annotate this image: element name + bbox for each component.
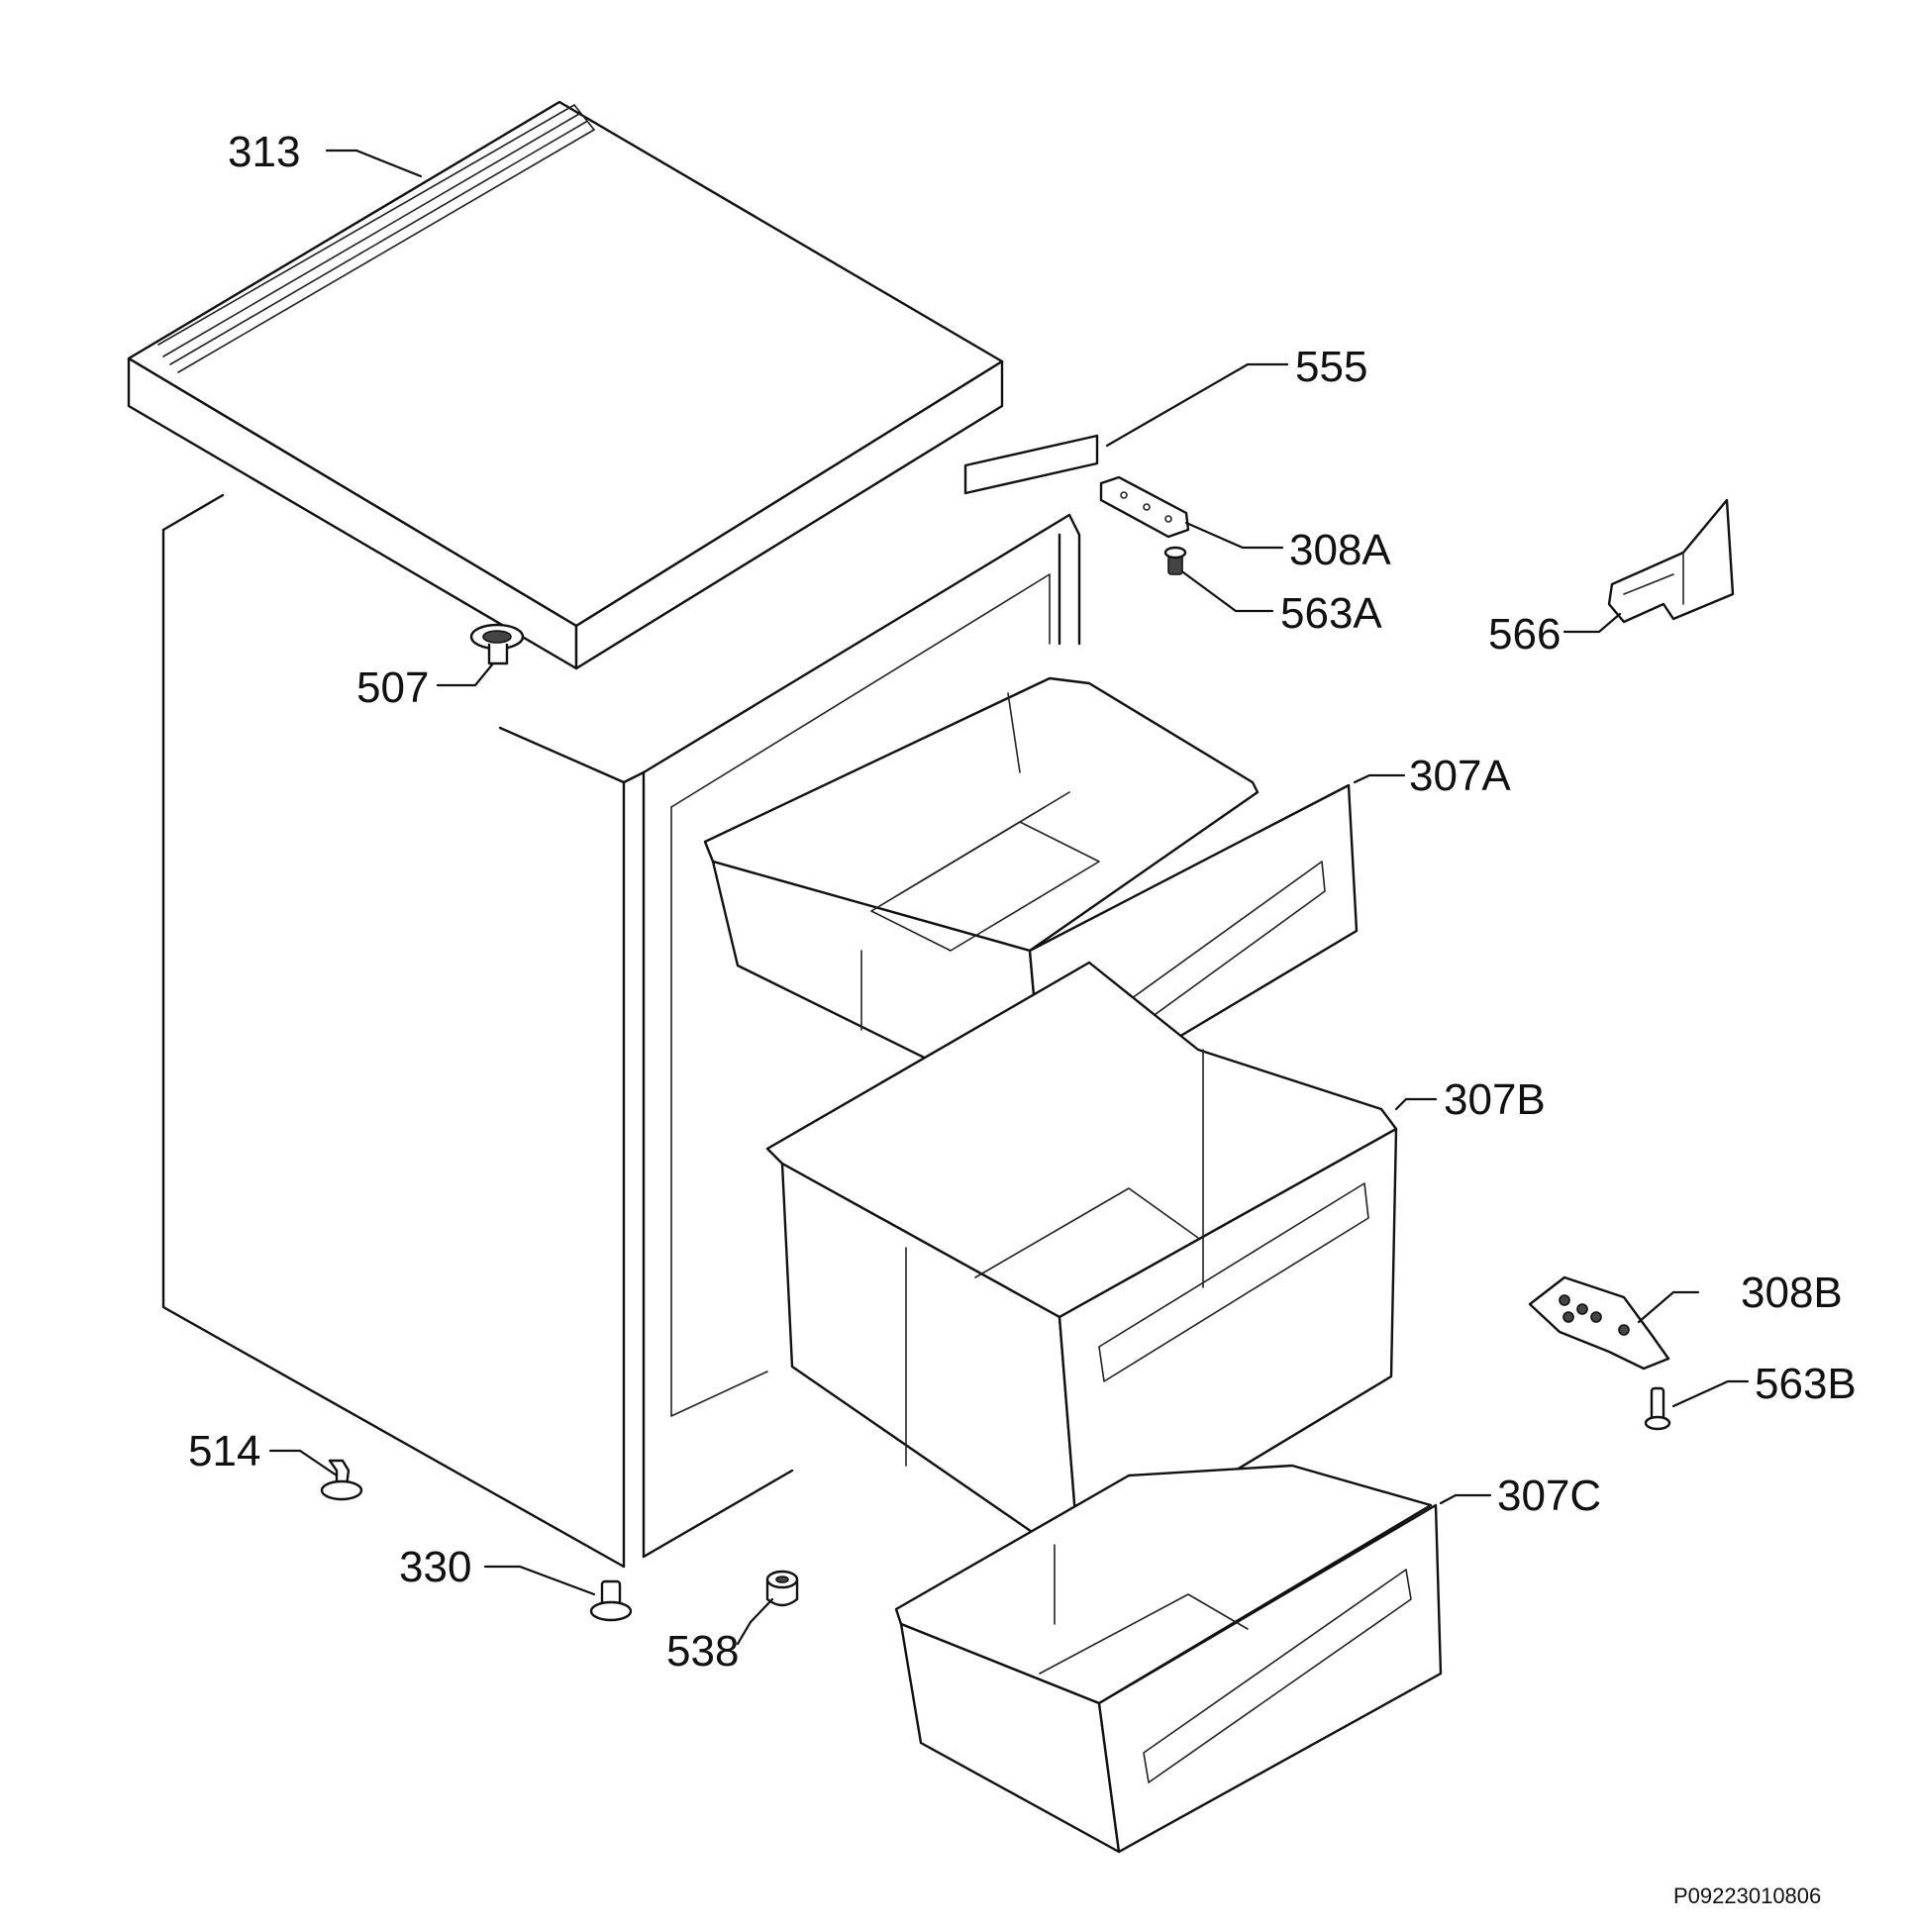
callout-566: 566 xyxy=(1488,610,1561,659)
callout-307B: 307B xyxy=(1444,1075,1546,1124)
part-307B-drawer xyxy=(765,961,1398,1567)
part-308A-hinge xyxy=(1099,475,1190,539)
part-538-spacer xyxy=(765,1570,799,1607)
part-308B-hinge xyxy=(1528,1275,1670,1371)
callout-563B: 563B xyxy=(1755,1360,1857,1408)
callout-538: 538 xyxy=(666,1627,739,1676)
part-566-key xyxy=(1607,498,1735,624)
callout-308A: 308A xyxy=(1289,526,1391,574)
callout-307C: 307C xyxy=(1497,1472,1601,1520)
part-330-foot xyxy=(589,1579,633,1622)
callout-330: 330 xyxy=(399,1543,471,1591)
cabinet-body xyxy=(161,434,1099,1569)
callout-563A: 563A xyxy=(1280,589,1382,638)
callout-514: 514 xyxy=(188,1427,260,1475)
part-563A-screw xyxy=(1163,546,1187,575)
callout-555: 555 xyxy=(1295,343,1367,391)
part-307C-drawer xyxy=(894,1464,1443,1854)
drawing-code: P09223010806 xyxy=(1673,1883,1821,1908)
leader-lines xyxy=(268,149,1750,1646)
callout-313: 313 xyxy=(228,128,300,176)
part-313-worktop xyxy=(127,100,1004,670)
part-555-strip xyxy=(963,434,1099,495)
callout-308B: 308B xyxy=(1741,1269,1843,1317)
part-507-plug xyxy=(469,623,525,665)
callout-507: 507 xyxy=(356,663,429,712)
part-514-foot xyxy=(320,1459,363,1501)
part-563B-screw xyxy=(1644,1386,1671,1431)
callout-307A: 307A xyxy=(1409,752,1511,800)
